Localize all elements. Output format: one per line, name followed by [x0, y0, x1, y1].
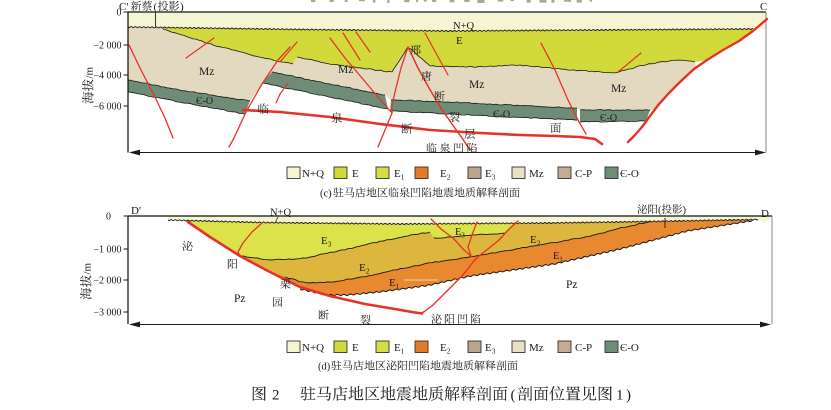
svg-text:E2: E2	[530, 234, 541, 248]
svg-text:Є-O: Є-O	[620, 342, 639, 354]
svg-text:): )	[683, 205, 687, 216]
svg-text:(: (	[154, 1, 158, 13]
svg-text:N+Q: N+Q	[302, 168, 324, 180]
svg-text:N+Q: N+Q	[453, 21, 475, 32]
svg-text:Mz: Mz	[529, 168, 544, 180]
svg-text:E1: E1	[553, 251, 563, 264]
svg-text:Є-O: Є-O	[196, 96, 213, 107]
svg-text:): )	[180, 1, 184, 13]
svg-text:Mz: Mz	[611, 83, 626, 95]
svg-text:E3: E3	[485, 342, 496, 356]
svg-text:E1: E1	[389, 277, 400, 291]
svg-text:(d): (d)	[318, 362, 331, 373]
svg-text:E: E	[456, 35, 463, 47]
svg-text:1: 1	[616, 388, 624, 404]
svg-text:N+Q: N+Q	[302, 342, 324, 354]
svg-text:E2: E2	[440, 168, 451, 182]
svg-text:(: (	[658, 205, 662, 216]
svg-text:−2 000: −2 000	[93, 41, 121, 52]
svg-text:Mz: Mz	[529, 342, 544, 354]
svg-text:E1: E1	[394, 342, 405, 356]
svg-text:E: E	[352, 342, 359, 354]
svg-text:E: E	[352, 168, 359, 180]
svg-text:E1: E1	[394, 168, 405, 182]
svg-text:C: C	[760, 1, 767, 13]
svg-text:): )	[626, 388, 631, 404]
svg-text:/m: /m	[84, 66, 96, 78]
svg-text:Pz: Pz	[566, 279, 578, 291]
svg-text:C-P: C-P	[575, 342, 592, 354]
svg-text:2: 2	[272, 388, 280, 404]
svg-text:E2: E2	[440, 342, 451, 356]
svg-text:Mz: Mz	[338, 64, 353, 76]
svg-text:0: 0	[106, 212, 111, 223]
svg-text:D: D	[761, 208, 769, 220]
svg-text:0: 0	[117, 8, 122, 19]
svg-text:Є-O: Є-O	[493, 110, 510, 121]
svg-text:N+Q: N+Q	[270, 208, 292, 219]
svg-text:Mz: Mz	[199, 66, 214, 78]
svg-text:−3 000: −3 000	[93, 308, 121, 319]
svg-text:−4 000: −4 000	[93, 71, 121, 82]
svg-text:−2 000: −2 000	[93, 276, 121, 287]
svg-text:E3: E3	[455, 227, 465, 240]
svg-text:(: (	[511, 388, 516, 404]
svg-text:/m: /m	[82, 262, 94, 274]
svg-text:E3: E3	[321, 235, 332, 249]
svg-text:E2: E2	[359, 262, 370, 276]
svg-text:−6 000: −6 000	[93, 102, 121, 113]
svg-text:Є-O: Є-O	[620, 168, 639, 180]
svg-text:−1 000: −1 000	[93, 245, 121, 256]
svg-text:Mz: Mz	[469, 79, 484, 91]
svg-text:C': C'	[119, 1, 128, 13]
svg-text:Є-O: Є-O	[600, 113, 617, 124]
svg-text:C-P: C-P	[575, 168, 592, 180]
svg-text:E3: E3	[485, 168, 496, 182]
svg-text:(c): (c)	[320, 189, 332, 200]
svg-text:Pz: Pz	[234, 293, 246, 305]
svg-text:D': D'	[131, 205, 141, 217]
